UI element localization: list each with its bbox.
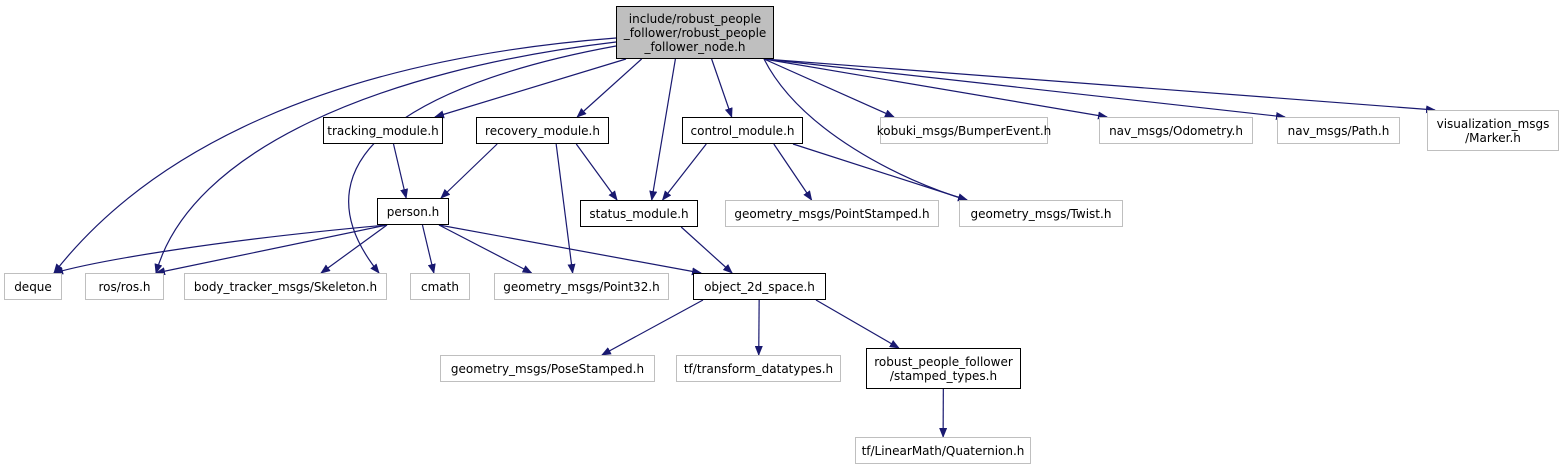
node-geometry-msgs-pose-stamped-h: geometry_msgs/PoseStamped.h — [440, 355, 655, 382]
edge-control-to-status — [661, 143, 707, 201]
node-control-module-h[interactable]: control_module.h — [682, 117, 803, 144]
node-geometry-msgs-point-stamped-h: geometry_msgs/PointStamped.h — [725, 200, 939, 227]
edge-person-to-object2d — [438, 224, 702, 276]
edge-root-to-deque — [53, 37, 617, 274]
edge-person-to-deque — [53, 224, 388, 275]
edge-root-to-odometry — [763, 58, 1108, 120]
node-kobuki-msgs-bumper-event-h: kobuki_msgs/BumperEvent.h — [877, 117, 1051, 144]
node-person-h[interactable]: person.h — [377, 198, 449, 225]
edge-person-to-cmath — [421, 224, 436, 274]
node-stamped-types-h[interactable]: robust_people_follower /stamped_types.h — [866, 348, 1021, 389]
edge-recovery-to-point32 — [555, 143, 576, 274]
node-recovery-module-h[interactable]: recovery_module.h — [476, 117, 609, 144]
edge-root-to-recovery — [576, 58, 643, 118]
edge-tracking-to-person — [392, 143, 409, 199]
edge-person-to-skeleton — [320, 224, 388, 274]
node-tf-linearmath-quaternion-h: tf/LinearMath/Quaternion.h — [855, 437, 1031, 464]
node-nav-msgs-path-h: nav_msgs/Path.h — [1277, 117, 1400, 144]
node-tf-transform-datatypes-h: tf/transform_datatypes.h — [676, 355, 841, 382]
edge-root-to-ros — [154, 41, 617, 274]
edge-root-to-path — [763, 58, 1286, 120]
node-tracking-module-h[interactable]: tracking_module.h — [323, 117, 443, 144]
edge-recovery-to-status — [575, 143, 618, 201]
edge-root-to-status — [649, 58, 676, 201]
node-nav-msgs-odometry-h: nav_msgs/Odometry.h — [1099, 117, 1253, 144]
node-geometry-msgs-point32-h: geometry_msgs/Point32.h — [494, 273, 669, 300]
node-body-tracker-msgs-skeleton-h: body_tracker_msgs/Skeleton.h — [184, 273, 387, 300]
node-deque: deque — [4, 273, 62, 300]
node-cmath: cmath — [410, 273, 470, 300]
edge-person-to-ros — [155, 224, 388, 276]
edge-object2d-to-stampedtypes — [815, 299, 900, 349]
edge-root-to-kobuki — [763, 58, 895, 118]
edge-person-to-point32 — [438, 224, 533, 274]
edge-control-to-twist — [792, 143, 968, 202]
edge-root-to-marker — [763, 58, 1436, 114]
node-ros-ros-h: ros/ros.h — [85, 273, 164, 300]
edge-root-to-skeleton — [348, 45, 617, 274]
node-geometry-msgs-twist-h: geometry_msgs/Twist.h — [959, 200, 1123, 227]
edge-root-to-control — [711, 58, 733, 118]
node-robust-people-follower-node-h: include/robust_people _follower/robust_p… — [616, 6, 774, 59]
edge-control-to-pointstamped — [773, 143, 813, 201]
node-object-2d-space-h[interactable]: object_2d_space.h — [693, 273, 826, 300]
edge-recovery-to-person — [440, 143, 498, 199]
node-status-module-h[interactable]: status_module.h — [580, 200, 698, 227]
edge-object2d-to-posestamped — [601, 299, 704, 356]
node-visualization-msgs-marker-h: visualization_msgs /Marker.h — [1427, 110, 1559, 151]
edge-root-to-tracking — [434, 58, 627, 119]
edge-status-to-object2d — [680, 226, 733, 274]
